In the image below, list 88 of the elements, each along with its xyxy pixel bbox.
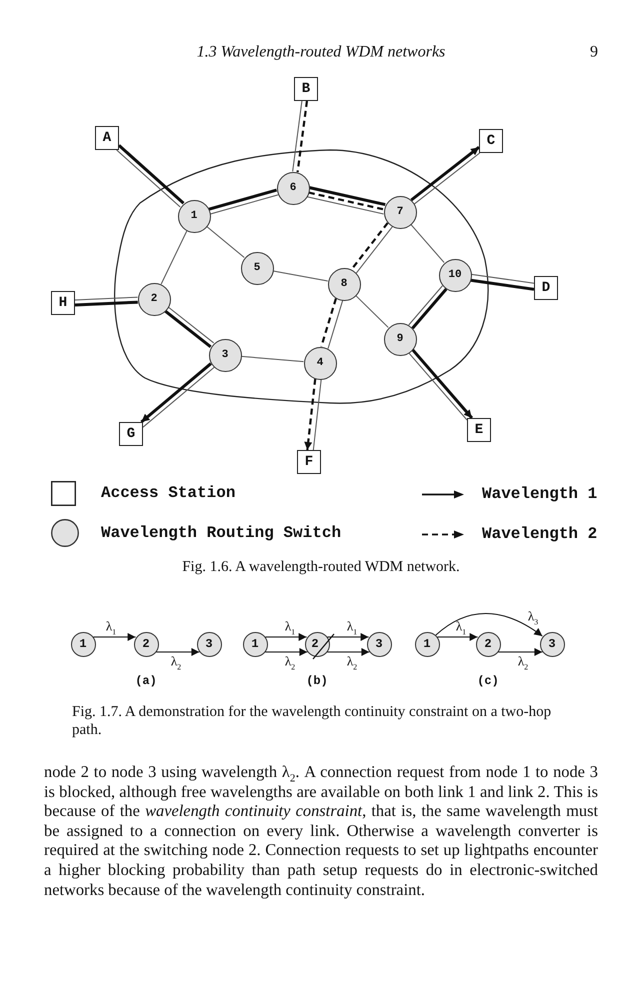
switch-node: 9: [384, 322, 416, 356]
node-circle: 2: [134, 632, 158, 656]
access-station-box: H: [51, 291, 75, 315]
link-line: [210, 194, 278, 214]
dashed-line: [320, 298, 338, 347]
switch-node: 6: [276, 172, 310, 204]
dashed-line: [350, 222, 389, 270]
switch-node: 1: [178, 200, 210, 232]
edge-label: λ$_{1}$: [284, 620, 296, 636]
link-line: [306, 196, 384, 214]
thick-arrow: [410, 146, 480, 202]
dashed-arrow: [304, 378, 316, 450]
link-line: [328, 300, 344, 350]
switch-node: 10: [438, 258, 472, 292]
access-station-box: C: [479, 129, 503, 153]
edge-label: λ$_{2}$: [284, 654, 296, 672]
edge-label: λ$_{3}$: [528, 610, 538, 626]
thick-arrow: [411, 348, 474, 419]
arrow: [92, 633, 136, 641]
thick-line: [74, 300, 138, 306]
link-line: [206, 226, 245, 258]
legend-label: Wavelength Routing Switch: [101, 525, 342, 541]
switch-node: 3: [208, 338, 242, 372]
switch-node: 5: [240, 252, 274, 284]
link-line: [355, 295, 389, 328]
switch-node: 2: [138, 282, 170, 316]
link-line: [272, 270, 328, 282]
access-station-box: A: [95, 126, 119, 150]
subfigure-label: (a): [135, 674, 157, 688]
legend-label: Access Station: [101, 485, 236, 501]
body-paragraph: node 2 to node 3 using wavelength λ$_{2}$. A connection request from node 1 to node 3 is blocked, although free wavelengths are available on both link 1 and link 2. This is because of the wavelength continuity constraint, that is, the same wavelength must be assigned to a connection on every link. Otherwise a wavelength converter is required at the switching node 2. Connection requests to set up lightpaths encounter a higher blocking probability than path setup requests do in electronic-switched networks because of the wavelength continuity constraint.: [44, 762, 598, 900]
running-header: 1.3 Wavelength-routed WDM networks: [196, 42, 446, 62]
node-circle: 3: [196, 632, 222, 656]
arrow: [155, 648, 200, 656]
thick-line: [118, 144, 185, 204]
edge-label: λ$_{1}$: [456, 620, 466, 636]
node-circle: 2: [304, 632, 330, 656]
access-station-box: F: [297, 450, 321, 474]
link-line: [312, 378, 322, 450]
switch-node: 4: [304, 346, 336, 380]
link-line: [292, 100, 302, 172]
access-station-box: B: [294, 77, 318, 101]
legend-label: Wavelength 1: [482, 486, 598, 502]
arrow: [326, 633, 370, 641]
arrow: [264, 648, 308, 656]
figure-caption: Fig. 1.7. A demonstration for the wavelength continuity constraint on a two-hop path.: [72, 703, 552, 739]
node-circle: 3: [366, 632, 392, 656]
link-line: [408, 352, 468, 420]
link-line: [356, 226, 393, 274]
edge-label: λ$_{2}$: [518, 654, 528, 672]
link-line: [240, 356, 304, 362]
node-circle: 1: [70, 632, 96, 656]
figure-caption: Fig. 1.6. A wavelength-routed WDM network.: [182, 558, 460, 576]
dashed-line: [308, 192, 384, 210]
thick-line: [208, 188, 278, 211]
legend-label: Wavelength 2: [482, 526, 598, 542]
access-station-box: E: [467, 418, 491, 442]
page-number: 9: [590, 42, 598, 62]
thick-line: [470, 278, 534, 291]
edge-label: λ$_{1}$: [106, 620, 116, 636]
switch-node: 8: [328, 268, 360, 300]
thick-line: [164, 310, 212, 348]
thick-line: [309, 186, 386, 206]
arrow: [497, 648, 543, 656]
dashed-line: [296, 100, 308, 172]
link-line: [410, 224, 445, 264]
arrow: [326, 648, 370, 656]
link-line: [414, 152, 480, 204]
arrow: [264, 633, 308, 641]
link-line: [168, 306, 214, 344]
node-circle: 3: [540, 632, 564, 656]
node-circle: 2: [476, 632, 500, 656]
node-circle: 1: [414, 632, 440, 656]
subfigure-label: (c): [477, 674, 499, 688]
subfigure-label: (b): [306, 674, 328, 688]
access-station-box: G: [119, 422, 143, 446]
switch-node: 7: [384, 196, 416, 228]
link-line: [116, 150, 181, 208]
link-line: [74, 296, 138, 300]
curved-arrow: [435, 613, 543, 637]
access-station-box: D: [534, 276, 558, 300]
edge-label: λ$_{2}$: [170, 654, 182, 672]
link-line: [471, 274, 534, 284]
edge-label: λ$_{2}$: [346, 654, 358, 672]
edge-label: λ$_{1}$: [346, 620, 358, 636]
node-circle: 1: [242, 632, 268, 656]
arrow: [436, 633, 478, 641]
link-line: [160, 230, 188, 285]
